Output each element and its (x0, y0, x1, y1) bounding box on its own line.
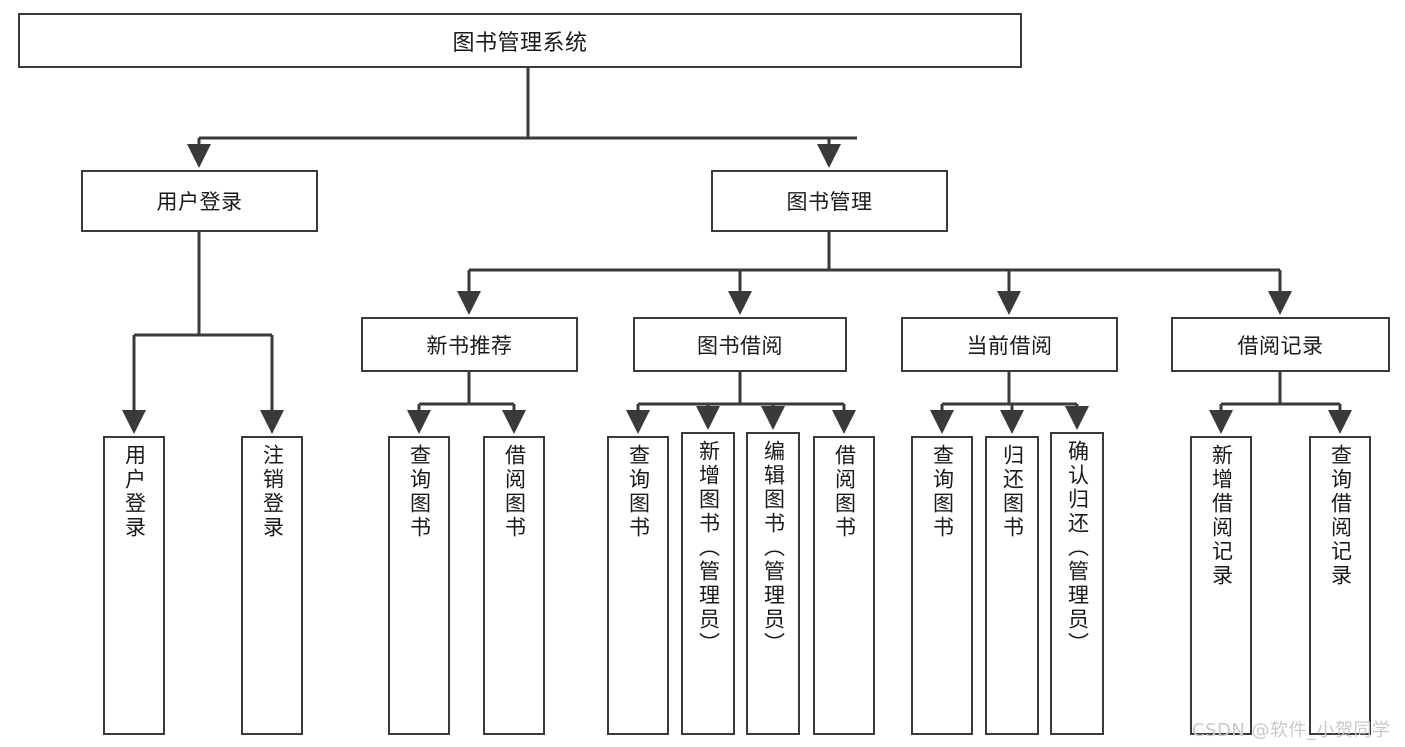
leaf-nbr-query-books[interactable]: 查询图书 (388, 436, 450, 735)
leaf-cb-return-books-label: 归还图书 (1000, 444, 1025, 540)
node-root-label: 图书管理系统 (452, 30, 588, 56)
leaf-bb-borrow-books-label: 借阅图书 (832, 444, 857, 540)
node-book-borrow[interactable]: 图书借阅 (633, 317, 847, 372)
leaf-nbr-query-books-label: 查询图书 (407, 444, 432, 540)
node-book-management-label: 图书管理 (786, 190, 873, 214)
leaf-br-query-record[interactable]: 查询借阅记录 (1309, 436, 1371, 735)
node-user-login[interactable]: 用户登录 (81, 170, 318, 232)
leaf-nbr-borrow-books[interactable]: 借阅图书 (483, 436, 545, 735)
leaf-cb-confirm-return-admin[interactable]: 确认归还（管理员） (1050, 432, 1104, 735)
leaf-bb-edit-book-admin[interactable]: 编辑图书（管理员） (746, 432, 800, 735)
leaf-cb-query-books[interactable]: 查询图书 (911, 436, 973, 735)
leaf-bb-add-book-admin-label: 新增图书（管理员） (696, 440, 721, 656)
leaf-cb-confirm-return-admin-label: 确认归还（管理员） (1065, 440, 1090, 656)
leaf-logout[interactable]: 注销登录 (241, 436, 303, 735)
node-current-borrow-label: 当前借阅 (966, 333, 1053, 358)
leaf-br-add-record[interactable]: 新增借阅记录 (1190, 436, 1252, 735)
leaf-br-query-record-label: 查询借阅记录 (1328, 444, 1353, 588)
node-new-book-recommend-label: 新书推荐 (426, 333, 513, 358)
leaf-cb-query-books-label: 查询图书 (930, 444, 955, 540)
leaf-nbr-borrow-books-label: 借阅图书 (502, 444, 527, 540)
node-borrow-record[interactable]: 借阅记录 (1171, 317, 1390, 372)
node-borrow-record-label: 借阅记录 (1237, 333, 1324, 358)
csdn-watermark: CSDN @软件_小贺同学 (1192, 720, 1391, 741)
node-root[interactable]: 图书管理系统 (18, 13, 1022, 68)
leaf-br-add-record-label: 新增借阅记录 (1209, 444, 1234, 588)
leaf-cb-return-books[interactable]: 归还图书 (985, 436, 1039, 735)
leaf-bb-query-books[interactable]: 查询图书 (607, 436, 669, 735)
leaf-user-login-label: 用户登录 (122, 444, 147, 540)
leaf-user-login[interactable]: 用户登录 (103, 436, 165, 735)
node-book-management[interactable]: 图书管理 (711, 170, 948, 232)
node-user-login-label: 用户登录 (156, 190, 243, 214)
node-new-book-recommend[interactable]: 新书推荐 (361, 317, 578, 372)
leaf-logout-label: 注销登录 (260, 444, 285, 540)
node-book-borrow-label: 图书借阅 (697, 333, 783, 358)
leaf-bb-edit-book-admin-label: 编辑图书（管理员） (761, 440, 786, 656)
leaf-bb-add-book-admin[interactable]: 新增图书（管理员） (681, 432, 735, 735)
leaf-bb-query-books-label: 查询图书 (626, 444, 651, 540)
node-current-borrow[interactable]: 当前借阅 (901, 317, 1118, 372)
leaf-bb-borrow-books[interactable]: 借阅图书 (813, 436, 875, 735)
